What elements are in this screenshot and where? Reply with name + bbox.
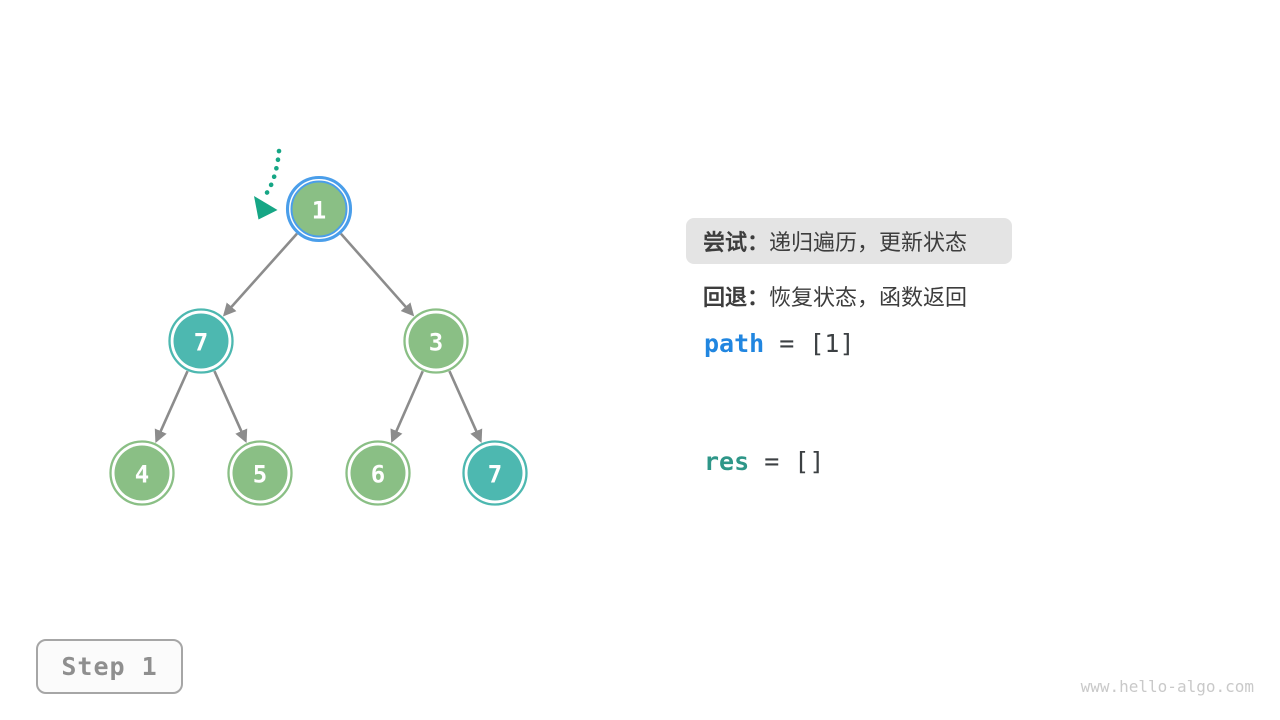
path-variable-line: path = [1]	[704, 329, 855, 358]
back-text: 恢复状态，函数返回	[769, 285, 968, 310]
tree-node-label: 6	[371, 461, 385, 489]
tree-node-label: 4	[135, 461, 149, 489]
tree-node-1-current: 1	[285, 175, 353, 243]
tree-node-5: 5	[227, 440, 293, 506]
try-highlight-box: 尝试：递归遍历，更新状态	[686, 218, 1012, 264]
tree-node-6: 6	[345, 440, 411, 506]
tree-node-7: 7	[462, 440, 528, 506]
tree-node-7: 7	[168, 308, 234, 374]
try-text: 递归遍历，更新状态	[769, 230, 968, 255]
try-label: 尝试：	[703, 230, 770, 255]
tree-node-3: 3	[403, 308, 469, 374]
tree-node-4: 4	[109, 440, 175, 506]
current-pointer-arrow	[254, 148, 282, 220]
tree-edge-3-7R	[448, 370, 483, 443]
res-variable-name: res	[704, 447, 750, 476]
res-variable-value: = []	[749, 447, 825, 476]
tree-edge-7L-4	[154, 370, 189, 443]
path-variable-value: = [1]	[764, 329, 855, 358]
step-badge: Step 1	[36, 639, 183, 694]
tree-node-label: 1	[312, 197, 326, 225]
tree-node-label: 7	[488, 461, 502, 489]
tree-edge-1-7L	[222, 232, 298, 317]
tree-edge-1-3	[339, 232, 415, 317]
tree-node-label: 7	[194, 329, 208, 357]
watermark: www.hello-algo.com	[1080, 677, 1254, 696]
tree-node-label: 3	[429, 329, 443, 357]
tree-edge-7L-5	[213, 370, 248, 443]
tree-node-label: 5	[253, 461, 267, 489]
try-line: 尝试：递归遍历，更新状态	[703, 225, 967, 257]
res-variable-line: res = []	[704, 447, 824, 476]
tree-edge-3-6	[390, 370, 424, 443]
back-label: 回退：	[703, 285, 770, 310]
step-badge-label: Step 1	[61, 652, 158, 681]
back-line: 回退：恢复状态，函数返回	[703, 280, 967, 312]
path-variable-name: path	[704, 329, 765, 358]
